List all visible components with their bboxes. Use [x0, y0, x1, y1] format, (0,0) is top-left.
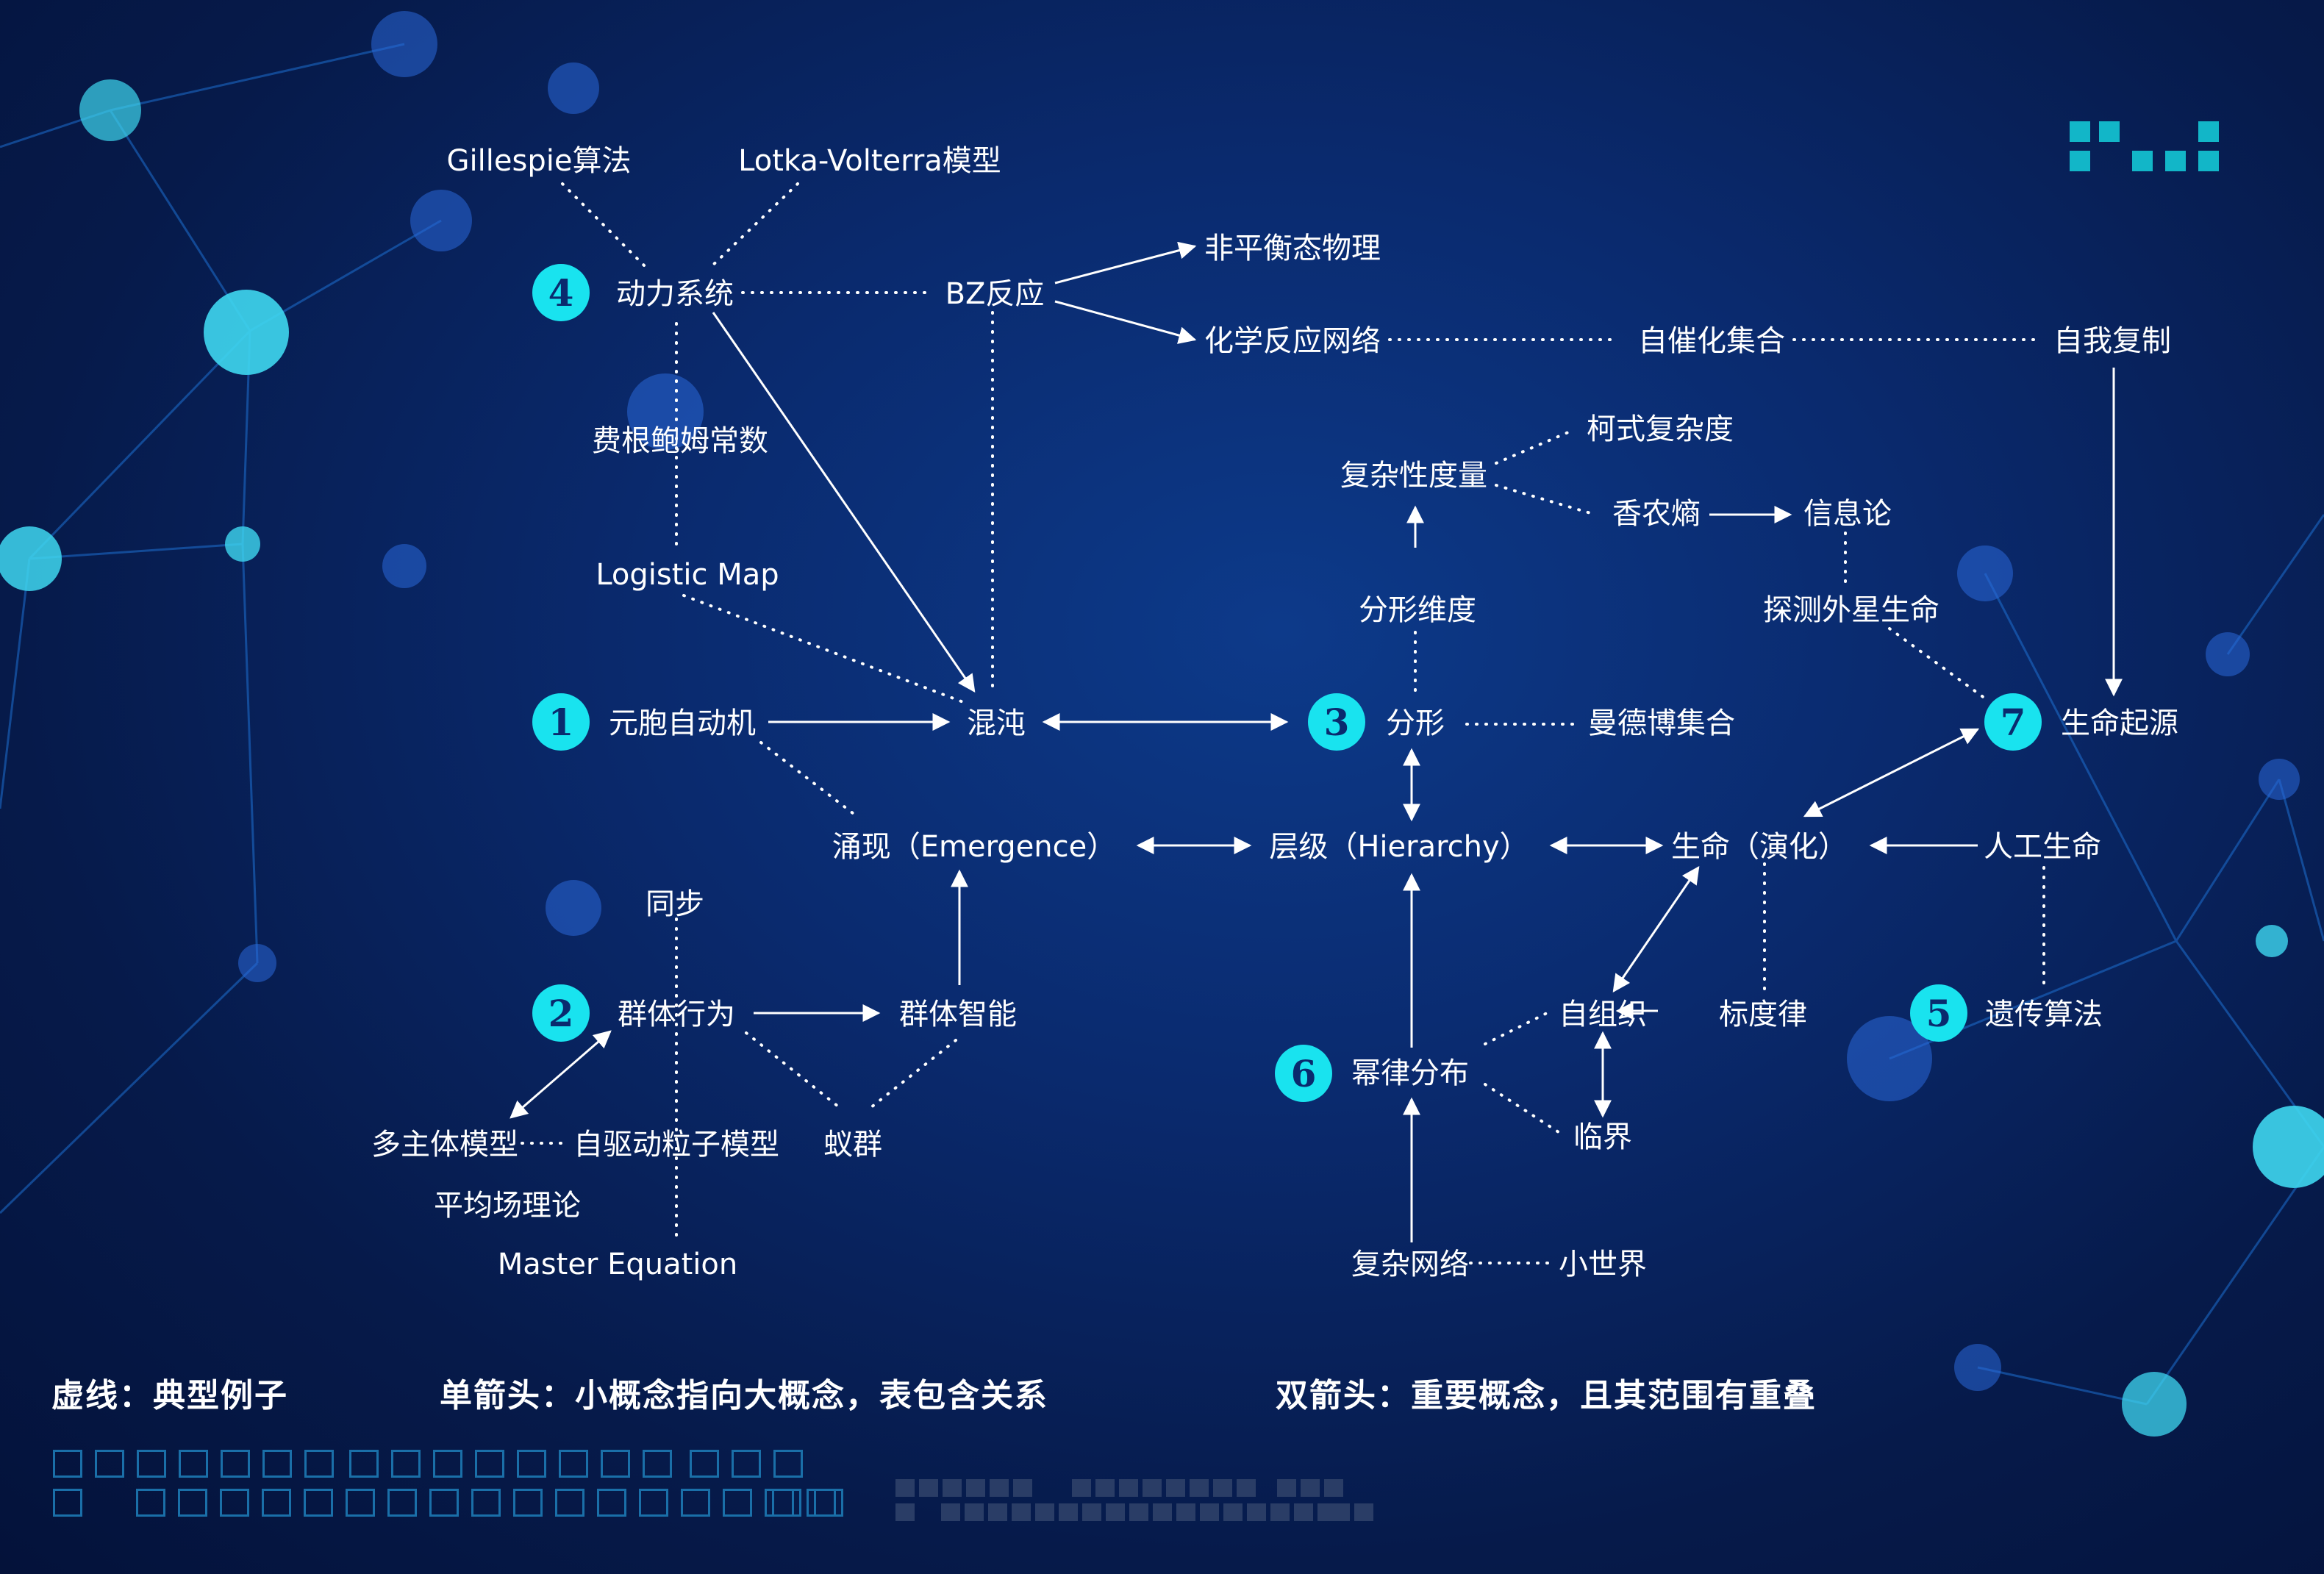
node-lotka-volterra: Lotka-Volterra模型	[738, 144, 1001, 178]
node-complex-network: 复杂网络	[1351, 1248, 1469, 1281]
node-multi-agent-model: 多主体模型	[371, 1128, 518, 1162]
badge-6: 6	[1275, 1045, 1332, 1102]
node-chaos: 混沌	[967, 706, 1026, 740]
node-criticality: 临界	[1573, 1120, 1632, 1154]
node-self-driven-particles: 自驱动粒子模型	[573, 1128, 779, 1162]
node-cellular-automata: 元胞自动机	[609, 706, 756, 740]
node-nonequilibrium-physics: 非平衡态物理	[1204, 232, 1381, 265]
svg-text:6: 6	[1291, 1052, 1317, 1095]
node-chemical-network: 化学反应网络	[1204, 324, 1381, 358]
node-artificial-life: 人工生命	[1984, 830, 2101, 864]
node-fractal-dimension: 分形维度	[1359, 593, 1476, 627]
svg-text:2: 2	[548, 992, 574, 1035]
node-self-replication: 自我复制	[2053, 324, 2171, 358]
node-swarm-behavior: 群体行为	[618, 998, 735, 1031]
node-emergence: 涌现（Emergence）	[832, 830, 1117, 864]
svg-text:7: 7	[2001, 701, 2026, 744]
badge-7: 7	[1984, 693, 2042, 751]
node-master-equation: Master Equation	[498, 1248, 737, 1281]
node-dynamical-system: 动力系统	[616, 277, 734, 311]
arrow-edges	[510, 241, 2123, 1242]
svg-text:3: 3	[1324, 701, 1350, 744]
badge-2: 2	[532, 984, 590, 1042]
legend-double-arrow: 双箭头：重要概念，且其范围有重叠	[1276, 1377, 1817, 1414]
concept-labels: Gillespie算法 Lotka-Volterra模型 动力系统 BZ反应 非…	[371, 144, 2178, 1281]
svg-text:4: 4	[548, 271, 574, 315]
node-information-theory: 信息论	[1803, 497, 1892, 531]
node-fractal: 分形	[1386, 706, 1445, 740]
svg-text:1: 1	[548, 701, 574, 744]
node-complexity-measure: 复杂性度量	[1340, 459, 1487, 493]
node-kolmogorov: 柯式复杂度	[1587, 412, 1734, 446]
badge-5: 5	[1910, 984, 1967, 1042]
node-synchronization: 同步	[646, 887, 704, 921]
legend-dotted: 虚线：典型例子	[51, 1377, 288, 1414]
svg-text:5: 5	[1926, 992, 1952, 1035]
node-gillespie: Gillespie算法	[447, 144, 632, 178]
node-hierarchy: 层级（Hierarchy）	[1269, 830, 1529, 864]
node-small-world: 小世界	[1559, 1248, 1647, 1281]
node-origin-of-life: 生命起源	[2061, 706, 2178, 740]
node-seti: 探测外星生命	[1763, 593, 1939, 627]
node-life-evolution: 生命（演化）	[1671, 830, 1848, 864]
node-genetic-algorithm: 遗传算法	[1985, 998, 2103, 1031]
node-autocatalytic-set: 自催化集合	[1638, 324, 1785, 358]
node-power-law: 幂律分布	[1351, 1056, 1469, 1090]
badge-4: 4	[532, 264, 590, 321]
node-mandelbrot: 曼德博集合	[1588, 706, 1735, 740]
node-scaling-law: 标度律	[1719, 998, 1807, 1031]
node-self-organization: 自组织	[1559, 998, 1647, 1031]
node-logistic-map: Logistic Map	[596, 558, 779, 592]
node-swarm-intelligence: 群体智能	[899, 998, 1017, 1031]
node-shannon-entropy: 香农熵	[1612, 497, 1701, 531]
legend-single-arrow: 单箭头：小概念指向大概念，表包含关系	[440, 1377, 1048, 1414]
badge-1: 1	[532, 693, 590, 751]
badge-3: 3	[1308, 693, 1365, 751]
node-mean-field-theory: 平均场理论	[434, 1189, 581, 1223]
node-ant-colony: 蚁群	[823, 1128, 882, 1162]
dotted-edges	[521, 182, 2045, 1264]
node-feigenbaum: 费根鲍姆常数	[592, 424, 768, 458]
node-bz-reaction: BZ反应	[945, 277, 1045, 311]
